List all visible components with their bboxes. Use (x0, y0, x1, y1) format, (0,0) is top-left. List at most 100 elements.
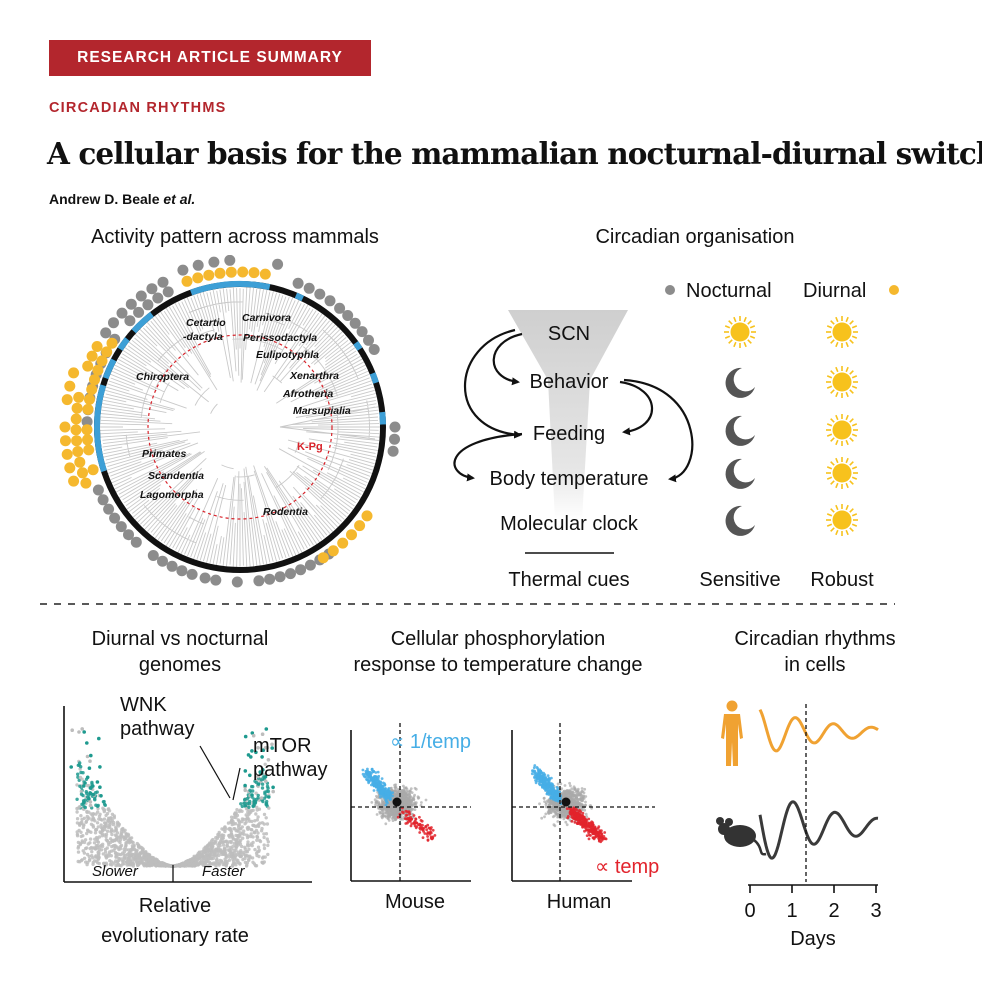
species-dot (59, 421, 71, 433)
robust-label: Robust (810, 569, 874, 591)
species-dot (60, 435, 71, 447)
human-rhythm-trace (758, 708, 879, 753)
species-dot (157, 555, 168, 567)
species-dot (387, 445, 399, 457)
slower-label: Slower (92, 863, 139, 880)
species-dot (295, 564, 307, 576)
diurnal-branch-arc (190, 281, 271, 296)
species-dot (109, 512, 121, 524)
moon-icon (725, 505, 755, 536)
species-dot (71, 435, 83, 447)
species-dot (81, 424, 93, 436)
sun-icon (826, 457, 858, 489)
mtor-label-line1: mTOR (253, 735, 312, 757)
clade-label-primates: Primates (142, 448, 187, 460)
section-label: CIRCADIAN RHYTHMS (49, 100, 227, 116)
species-dot (84, 393, 95, 405)
species-dot (91, 341, 103, 352)
species-dot (82, 403, 94, 415)
species-dots (59, 255, 401, 588)
node-body-temperature: Body temperature (490, 468, 649, 490)
species-dot (71, 402, 83, 414)
species-dot (349, 317, 361, 329)
sun-icon (826, 504, 858, 536)
species-dot (253, 575, 265, 587)
species-dot (81, 416, 93, 428)
human-center-point (561, 797, 571, 807)
species-dot (231, 576, 243, 588)
species-dot (285, 568, 296, 580)
species-dot (334, 302, 346, 314)
species-dot (303, 282, 315, 294)
diurnal-branch-arc (131, 311, 154, 334)
genomes-heading-line2: genomes (138, 654, 222, 676)
article-title: A cellular basis for the mammalian noctu… (47, 136, 982, 171)
mtor-pointer-line (232, 767, 241, 801)
moon-icon (725, 367, 755, 398)
mtor-label-line2: pathway (253, 759, 328, 781)
species-dot (152, 292, 164, 304)
tick-label-2: 2 (828, 900, 839, 922)
volcano-xlabel-line1: Relative (139, 895, 211, 917)
node-scn: SCN (548, 323, 590, 345)
kpg-boundary-circle (147, 334, 333, 520)
clade-label-marsupialia: Marsupialia (293, 405, 351, 417)
clade-label-chiroptera: Chiroptera (136, 371, 189, 383)
tree-branches (99, 286, 381, 568)
species-dot (176, 565, 188, 577)
species-dot (199, 572, 211, 584)
author-line: Andrew D. Beale et al. (49, 191, 195, 207)
species-dot (317, 552, 329, 564)
human-figure-icon (721, 700, 743, 766)
species-dot (116, 307, 128, 319)
species-dot (342, 310, 354, 321)
species-dot (80, 477, 92, 489)
faster-label: Faster (202, 863, 246, 880)
species-dot (97, 494, 109, 506)
species-dot (61, 448, 73, 460)
species-dot (147, 550, 159, 561)
species-dot (125, 298, 137, 310)
species-dot (86, 384, 98, 395)
species-dot (166, 560, 178, 572)
mouse-center-point (392, 797, 402, 807)
species-dot (124, 315, 136, 327)
species-dot (177, 264, 189, 276)
species-dot (181, 275, 193, 287)
species-dot (108, 317, 119, 329)
volcano-points (69, 727, 275, 868)
kpg-label: K-Pg (297, 441, 323, 453)
activity-ring (94, 281, 386, 573)
species-dot (361, 510, 373, 522)
species-dot (237, 266, 249, 278)
arrow-feeding-temperature (453, 432, 523, 482)
species-dot (203, 269, 215, 281)
temp-label: ∝ temp (595, 856, 659, 878)
species-dot (327, 545, 339, 557)
sensitive-label: Sensitive (699, 569, 780, 591)
species-dot (337, 537, 349, 549)
species-dot (135, 290, 147, 302)
mouse-rhythm-trace (758, 800, 879, 860)
species-dot (89, 374, 100, 386)
diurnal-legend-label: Diurnal (803, 280, 866, 302)
species-dot (356, 326, 368, 338)
species-dot (70, 424, 82, 436)
diurnal-branch-arc (294, 292, 305, 302)
sun-icon (826, 316, 858, 348)
species-dot (133, 306, 145, 318)
species-dot (264, 573, 276, 585)
article-type-badge: RESEARCH ARTICLE SUMMARY (49, 40, 371, 76)
clade-label-scandentia: Scandentia (148, 470, 204, 482)
moon-icon (725, 458, 755, 489)
days-label: Days (790, 928, 836, 950)
genomes-panel-heading: Diurnal vs nocturnal genomes (45, 626, 315, 678)
node-molecular-clock: Molecular clock (500, 513, 639, 535)
species-dot (324, 295, 336, 307)
phospho-panel-heading: Cellular phosphorylation response to tem… (318, 626, 678, 678)
phospho-heading-line1: Cellular phosphorylation (390, 628, 606, 650)
species-dot (64, 462, 76, 474)
species-dot (304, 559, 316, 571)
activity-icons-grid (724, 316, 858, 536)
species-dot (73, 391, 85, 403)
